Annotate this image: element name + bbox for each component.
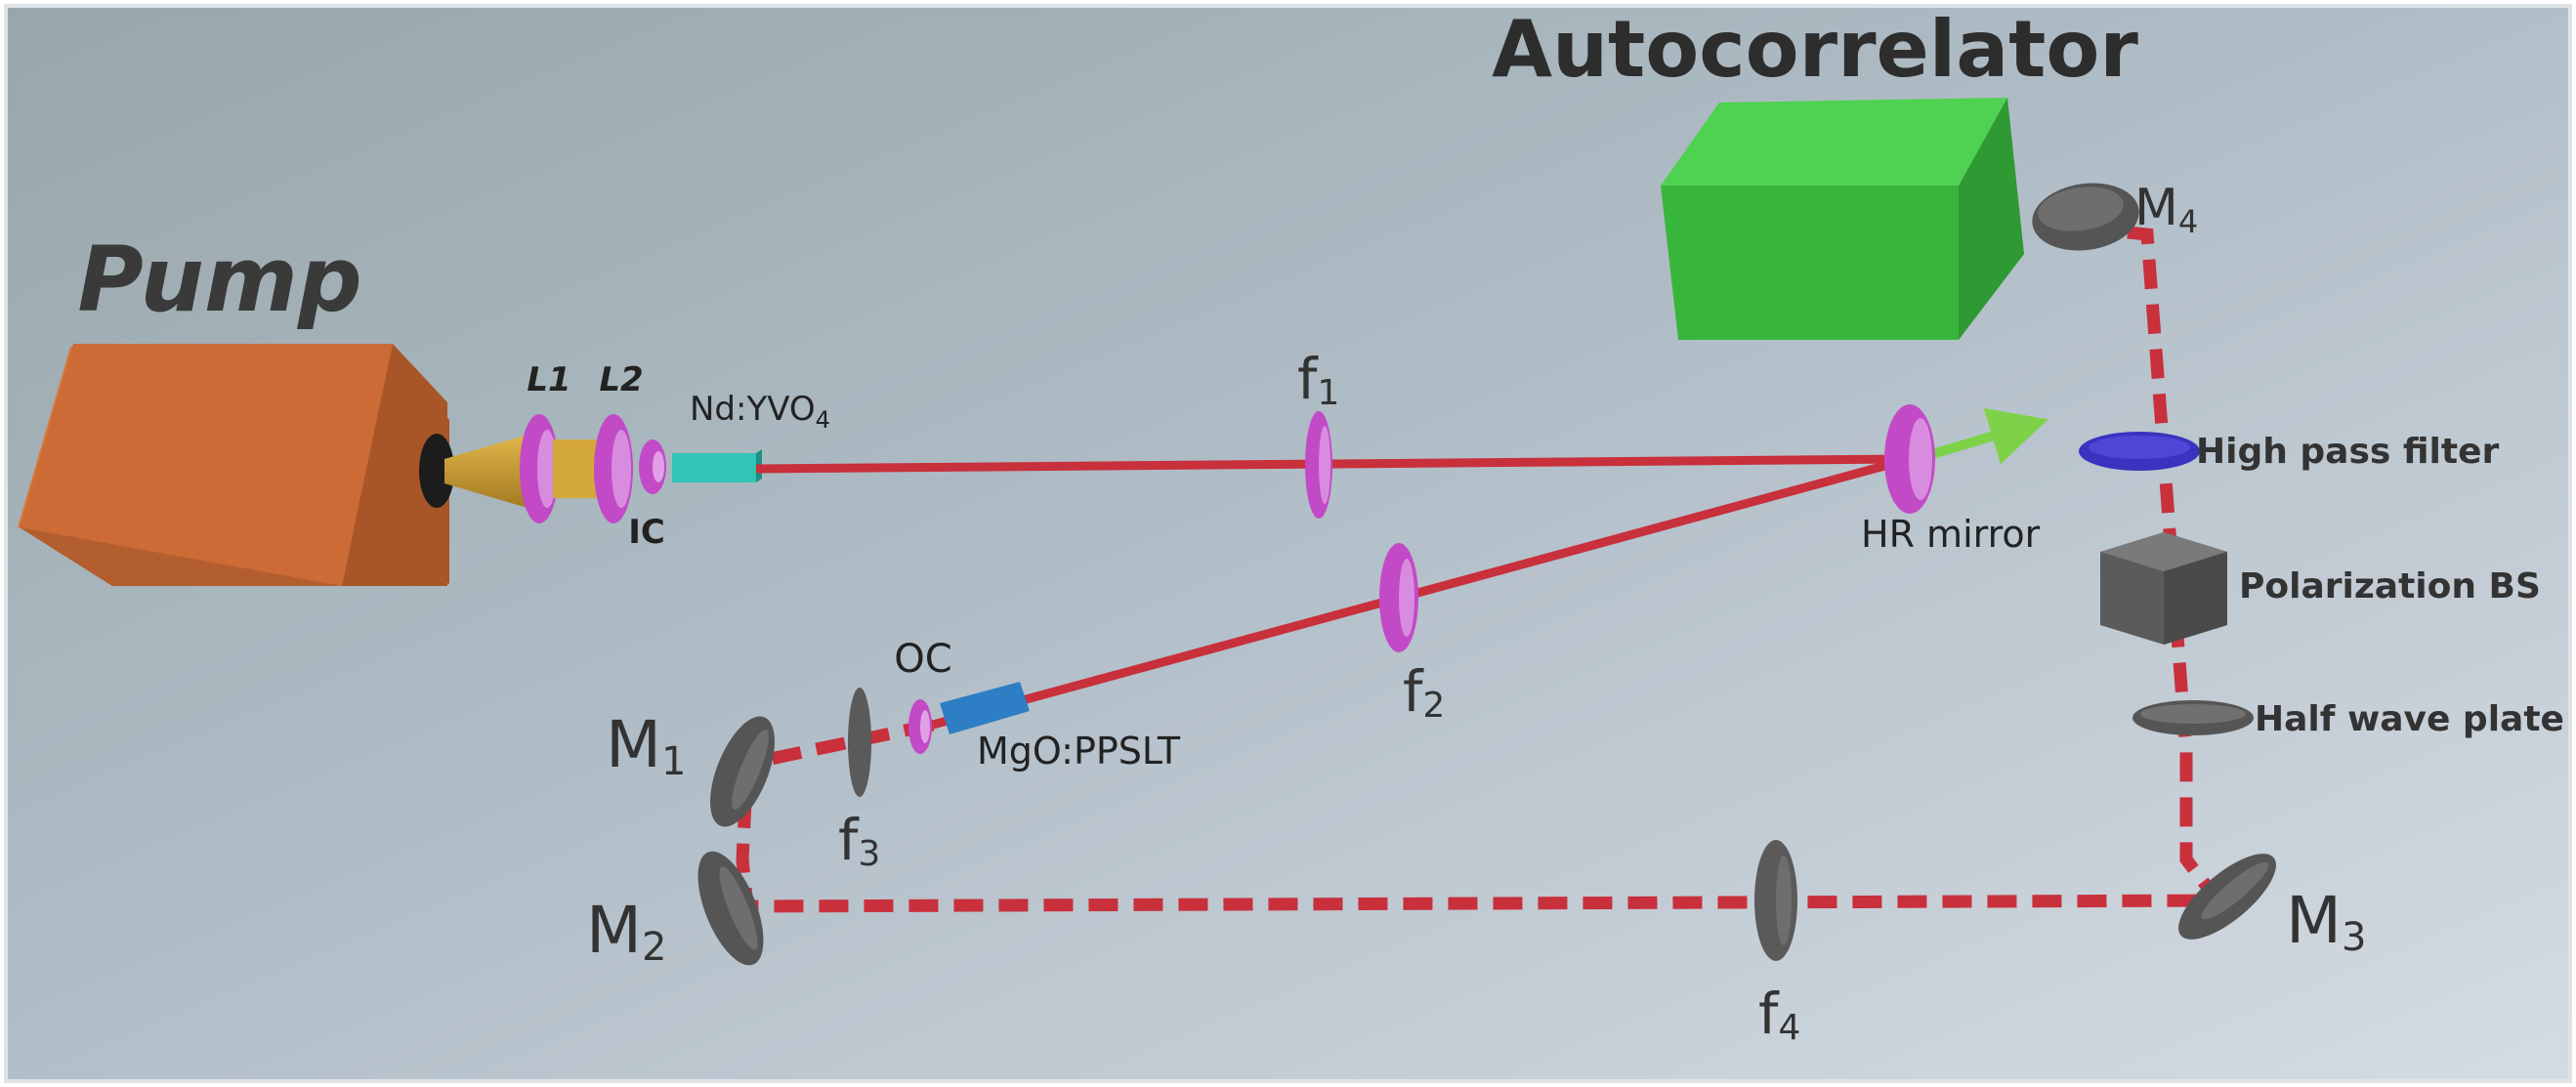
lens-f1 — [1305, 411, 1332, 519]
oc-label: OC — [894, 637, 951, 682]
ic-label: IC — [628, 513, 665, 552]
m3-label: M3 — [2286, 883, 2366, 960]
mirror-m4 — [2032, 183, 2139, 251]
output-coupler-oc — [908, 699, 932, 754]
mirror-m2 — [697, 851, 764, 966]
beam-main — [755, 454, 1911, 474]
polarization-bs — [2100, 532, 2227, 645]
lens-f2 — [1379, 543, 1418, 652]
pump-aperture — [419, 434, 454, 508]
l1-label: L1 — [527, 360, 570, 399]
mgo-ppslt-crystal — [940, 682, 1030, 734]
m2-label: M2 — [586, 893, 666, 970]
pump-label: Pump — [77, 228, 361, 332]
m4-label: M4 — [2134, 179, 2198, 240]
output-arrow — [1930, 407, 2048, 465]
f4-label: f4 — [1758, 981, 1800, 1048]
f3-label: f3 — [838, 807, 880, 874]
high-pass-filter — [2079, 432, 2200, 471]
f1-label: f1 — [1297, 346, 1339, 413]
nd-yvo4-crystal — [672, 449, 762, 482]
l2-label: L2 — [599, 360, 643, 399]
pump-top-shade — [20, 527, 342, 586]
high-pass-filter-label: High pass filter — [2196, 432, 2500, 472]
half-wave-plate-label: Half wave plate — [2255, 699, 2564, 739]
hr-mirror-label: HR mirror — [1861, 513, 2041, 556]
m1-label: M1 — [606, 707, 686, 784]
pump-beam-cone — [444, 435, 528, 508]
mirror-m3 — [2178, 854, 2276, 940]
lens-f3 — [848, 688, 871, 797]
f2-label: f2 — [1403, 658, 1445, 726]
input-coupler-ic — [639, 439, 666, 494]
mirror-m1 — [710, 716, 775, 827]
lens-l2 — [594, 414, 633, 523]
pump-side — [342, 344, 447, 586]
lens-f4 — [1754, 840, 1797, 961]
mgo-ppslt-label: MgO:PPSLT — [977, 730, 1181, 773]
nd-yvo4-label: Nd:YVO4 — [690, 390, 830, 434]
beam-fold — [931, 454, 1912, 730]
autocorrelator-label: Autocorrelator — [1492, 4, 2138, 95]
polarization-bs-label: Polarization BS — [2239, 566, 2541, 606]
half-wave-plate — [2133, 700, 2254, 735]
lens-l1 — [520, 414, 559, 523]
pump-front — [20, 344, 393, 586]
hr-mirror — [1884, 404, 1935, 514]
autocorrelator-box — [1661, 98, 2024, 340]
